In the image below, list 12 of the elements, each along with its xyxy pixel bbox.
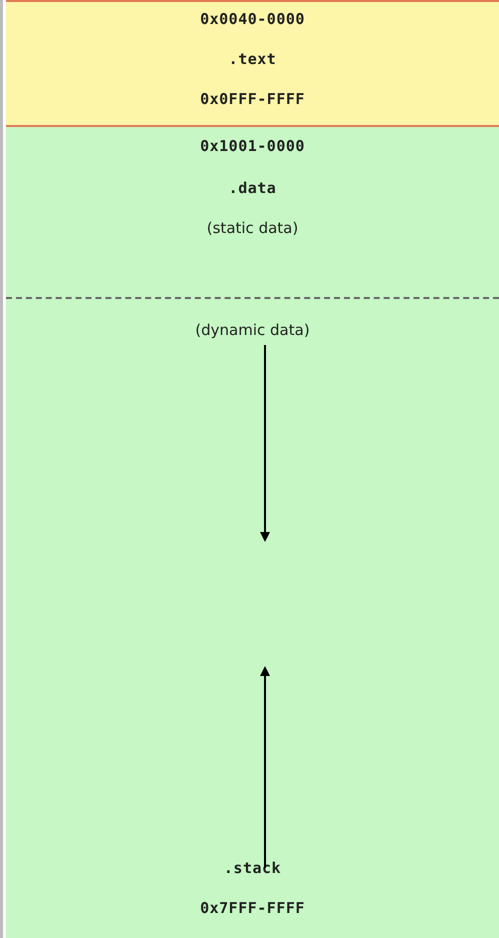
address-label: 0x1001-0000: [199, 137, 306, 155]
address-label: 0x7FFF-FFFF: [199, 899, 306, 917]
segment-label: .text: [228, 50, 278, 68]
dynamic-data-band: [6, 297, 499, 938]
static-data-band: [6, 127, 499, 297]
segment-note: (dynamic data): [194, 321, 311, 339]
address-label: 0x0040-0000: [199, 10, 306, 28]
segment-label: .stack: [222, 859, 282, 877]
address-label: 0x0FFF-FFFF: [199, 90, 306, 108]
text-segment-band: [6, 0, 499, 127]
segment-note: (static data): [206, 219, 300, 237]
segment-label: .data: [228, 179, 278, 197]
